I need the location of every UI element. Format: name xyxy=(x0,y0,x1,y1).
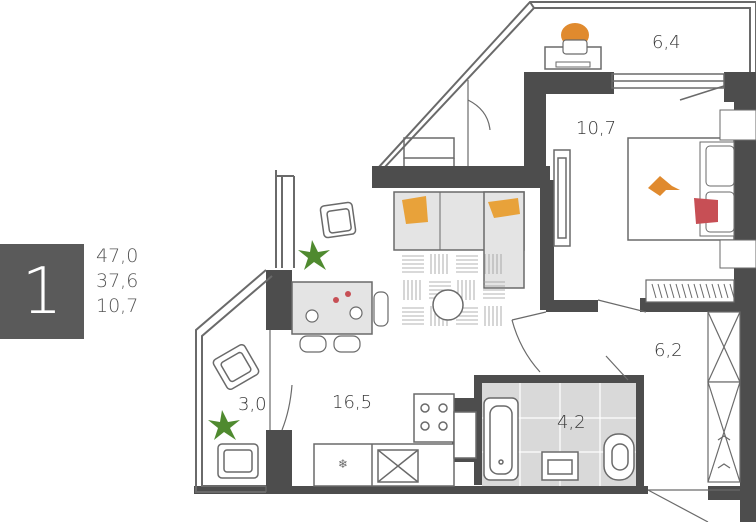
desk xyxy=(544,23,602,70)
tv-stand xyxy=(553,149,571,247)
closet-hatch-line xyxy=(729,283,735,299)
bed xyxy=(627,109,756,269)
closet-hatch-line xyxy=(681,283,687,299)
bench xyxy=(403,137,455,166)
closet-hatch-line xyxy=(699,283,705,299)
room-area-balcony-left: 3,0 xyxy=(238,394,267,415)
wardrobe xyxy=(707,311,741,483)
balcony-left-outline xyxy=(195,170,295,493)
dining-table xyxy=(291,281,389,353)
room-area-living-kitchen: 16,5 xyxy=(332,392,373,413)
hanger-icon xyxy=(717,435,731,469)
area-summary: 47,0 37,6 10,7 xyxy=(96,244,138,319)
plant-icon xyxy=(298,240,330,270)
closet-hatch-line xyxy=(705,283,711,299)
bedroom-window xyxy=(611,73,725,101)
plant-icon xyxy=(208,410,240,440)
kitchen-area: 10,7 xyxy=(96,295,139,317)
closet-hatch-line xyxy=(717,283,723,299)
sofa xyxy=(393,191,525,289)
hallway-doors xyxy=(511,299,740,522)
balcony-top-outline xyxy=(377,0,756,169)
bathtub xyxy=(483,397,519,481)
room-area-bathroom: 4,2 xyxy=(557,412,586,433)
closet-hatch-line xyxy=(663,283,669,299)
room-area-balcony-top: 6,4 xyxy=(652,32,681,53)
toilet xyxy=(603,433,635,481)
balcony-door-left xyxy=(269,330,293,431)
coffee-table xyxy=(432,289,464,321)
living-area: 37,6 xyxy=(96,270,139,292)
sink xyxy=(541,451,579,481)
closet-hatch-line xyxy=(723,283,729,299)
rooms-count: 1 xyxy=(21,254,63,329)
armchair-balcony xyxy=(212,343,260,479)
kitchen-counter xyxy=(313,393,477,487)
balcony-door-top xyxy=(467,80,491,170)
closet-hatch-line xyxy=(651,283,657,299)
fridge-icon: ❄ xyxy=(338,457,348,471)
room-area-bedroom: 10,7 xyxy=(576,118,617,139)
total-area: 47,0 xyxy=(96,245,139,267)
closet-hatch-line xyxy=(675,283,681,299)
rooms-count-badge: 1 xyxy=(0,244,84,339)
room-area-hallway: 6,2 xyxy=(654,340,683,361)
closet-hatch-line xyxy=(711,283,717,299)
closet-hatch-line xyxy=(669,283,675,299)
closet-hatch-line xyxy=(657,283,663,299)
closet-hatch-line xyxy=(687,283,693,299)
closet-hatch-line xyxy=(693,283,699,299)
armchair-living xyxy=(319,201,357,239)
